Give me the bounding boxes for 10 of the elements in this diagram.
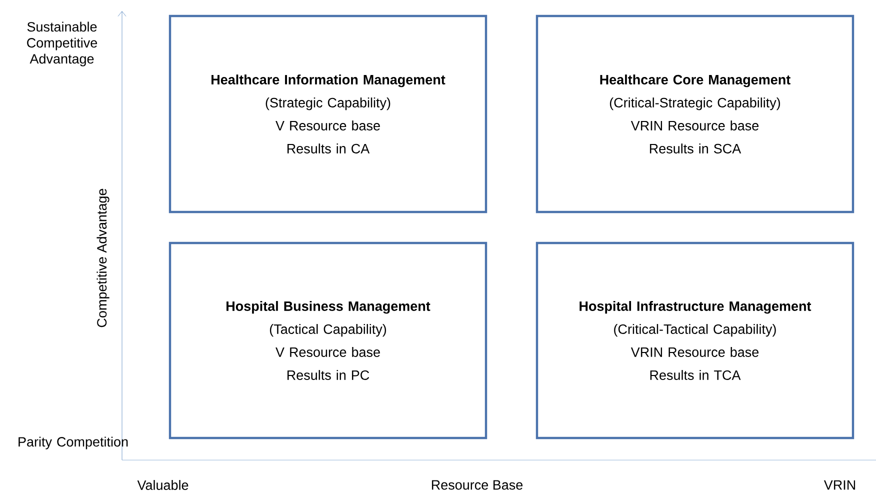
capability-box: Healthcare Core Management (Critical-Strategic Capability) VRIN Resource base Results in SCA	[536, 14, 854, 214]
axis-label: VRIN	[824, 480, 856, 490]
capability-box: Healthcare Information Management (Strategic Capability) V Resource base Results in CA	[168, 14, 488, 214]
axis-title: Resource Base	[432, 480, 523, 490]
axis-label: Parity Competition	[18, 436, 128, 450]
axis-label: Valuable	[137, 480, 188, 490]
axis-title: Competitive Advantage	[96, 188, 110, 328]
capability-box: Hospital Business Management (Tactical Capability) V Resource base Results in PC	[168, 242, 488, 440]
axis-label: Sustainable Competitive Advantage	[27, 22, 98, 66]
capability-box: Hospital Infrastructure Management (Critical-Tactical Capability) VRIN Resource base Results in TCA	[536, 242, 854, 440]
